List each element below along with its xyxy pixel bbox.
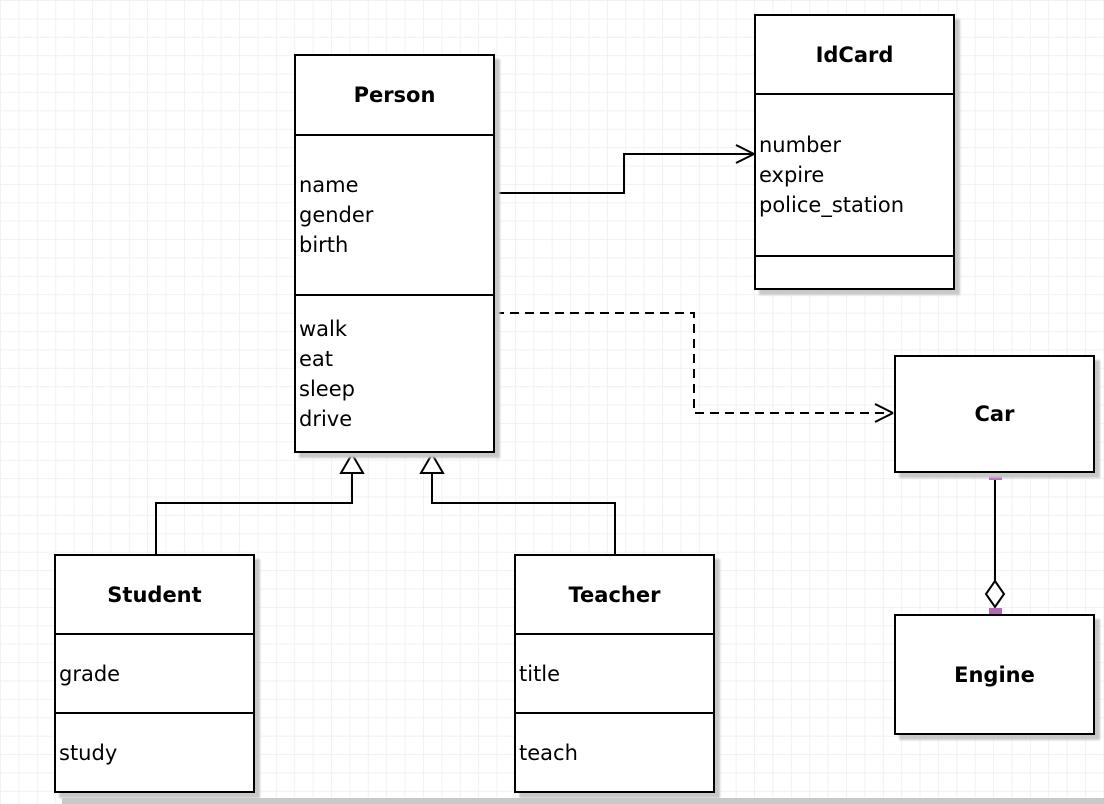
attributes-compartment: title bbox=[516, 633, 713, 712]
attribute-item: name bbox=[299, 173, 359, 197]
attribute-item: police_station bbox=[759, 193, 905, 217]
open-arrowhead-idcard-icon bbox=[735, 144, 755, 164]
class-title: Teacher bbox=[568, 582, 661, 607]
methods-compartment: study bbox=[56, 712, 253, 791]
class-title: Person bbox=[353, 83, 436, 107]
aggregation-car-engine[interactable] bbox=[984, 467, 1006, 621]
attribute-item: birth bbox=[299, 233, 349, 257]
class-student[interactable]: Student grade study bbox=[54, 554, 255, 793]
attribute-item: grade bbox=[59, 661, 121, 686]
class-teacher[interactable]: Teacher title teach bbox=[514, 554, 715, 793]
attributes-compartment: name gender birth bbox=[296, 134, 493, 294]
hollow-triangle-teacher-icon bbox=[419, 452, 445, 474]
methods-compartment: teach bbox=[516, 712, 713, 791]
methods-compartment: walk eat sleep drive bbox=[296, 294, 493, 451]
method-item: walk bbox=[299, 316, 348, 341]
method-item: study bbox=[59, 740, 118, 765]
class-person[interactable]: Person name gender birth walk eat sleep … bbox=[294, 54, 495, 453]
class-car[interactable]: Car bbox=[894, 355, 1095, 473]
attribute-item: gender bbox=[299, 203, 374, 227]
attributes-compartment: grade bbox=[56, 633, 253, 712]
method-item: teach bbox=[519, 740, 578, 765]
attribute-item: number bbox=[759, 133, 841, 157]
aggregation-diamond-icon bbox=[984, 579, 1006, 609]
method-item: eat bbox=[299, 346, 334, 371]
canvas-bottom-edge bbox=[62, 798, 1104, 804]
generalization-teacher-person[interactable] bbox=[419, 452, 616, 554]
attributes-compartment: number expire police_station bbox=[756, 93, 953, 255]
generalization-student-person[interactable] bbox=[155, 452, 365, 554]
class-title: IdCard bbox=[815, 42, 894, 67]
dependency-person-car[interactable] bbox=[495, 312, 894, 423]
association-person-idcard[interactable] bbox=[495, 144, 755, 194]
class-idcard[interactable]: IdCard number expire police_station bbox=[754, 14, 955, 290]
attribute-item: title bbox=[519, 661, 561, 686]
class-title: Student bbox=[107, 582, 202, 607]
class-title: Car bbox=[974, 402, 1015, 426]
class-title: Engine bbox=[954, 662, 1035, 687]
attribute-item: expire bbox=[759, 163, 825, 187]
method-item: sleep bbox=[299, 376, 355, 401]
class-engine[interactable]: Engine bbox=[894, 614, 1095, 735]
methods-compartment bbox=[756, 255, 953, 288]
method-item: drive bbox=[299, 406, 353, 431]
open-arrowhead-car-icon bbox=[874, 403, 894, 423]
hollow-triangle-student-icon bbox=[339, 452, 365, 474]
